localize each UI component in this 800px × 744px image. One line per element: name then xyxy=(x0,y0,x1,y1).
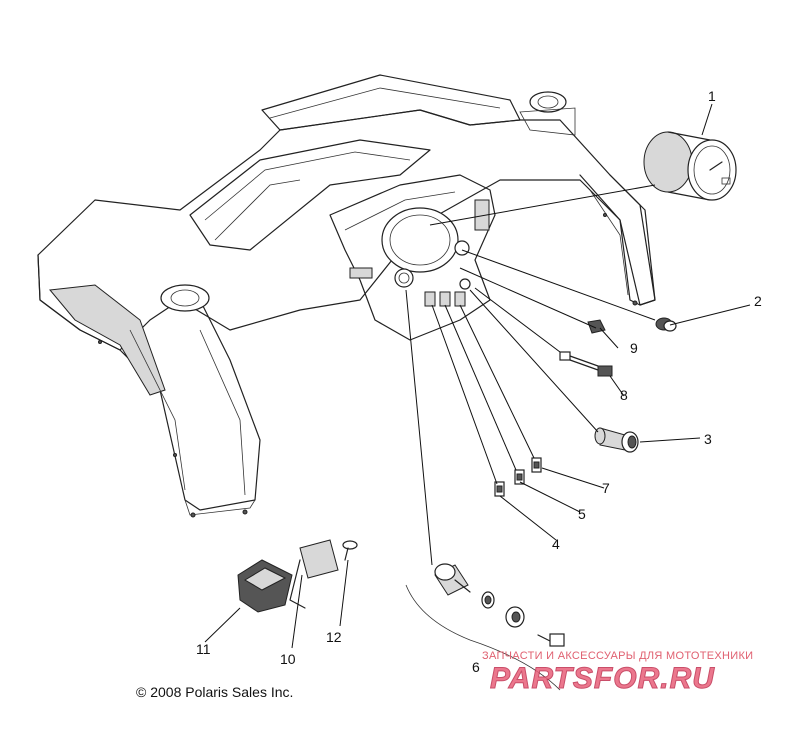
copyright-text: © 2008 Polaris Sales Inc. xyxy=(136,684,294,700)
callout-8: 8 xyxy=(620,387,628,403)
leader-lines xyxy=(204,103,751,649)
part-switches xyxy=(494,457,542,497)
callout-4: 4 xyxy=(552,536,560,552)
watermark-logo: PARTSFOR.RU xyxy=(490,662,715,696)
callout-11: 11 xyxy=(196,641,211,657)
callout-6: 6 xyxy=(472,659,480,675)
part-button xyxy=(655,317,677,332)
callout-9: 9 xyxy=(630,340,638,356)
part-ignition-set xyxy=(405,563,565,691)
part-speedometer xyxy=(643,131,737,201)
callout-7: 7 xyxy=(602,480,610,496)
dash-body xyxy=(37,74,656,518)
callout-5: 5 xyxy=(578,506,586,522)
callout-labels: 1 2 3 4 5 6 7 8 9 10 11 12 xyxy=(196,88,762,675)
callout-1: 1 xyxy=(708,88,716,104)
watermark-subtitle: ЗАПЧАСТИ И АКСЕССУАРЫ ДЛЯ МОТОТЕХНИКИ xyxy=(482,650,754,662)
callout-12: 12 xyxy=(326,629,342,645)
callout-3: 3 xyxy=(704,431,712,447)
part-harness xyxy=(559,351,613,377)
part-rocker-switch xyxy=(587,319,606,334)
part-power-socket xyxy=(594,427,639,453)
callout-2: 2 xyxy=(754,293,762,309)
callout-10: 10 xyxy=(280,651,296,667)
part-bracket-cover-bolt xyxy=(237,539,358,613)
